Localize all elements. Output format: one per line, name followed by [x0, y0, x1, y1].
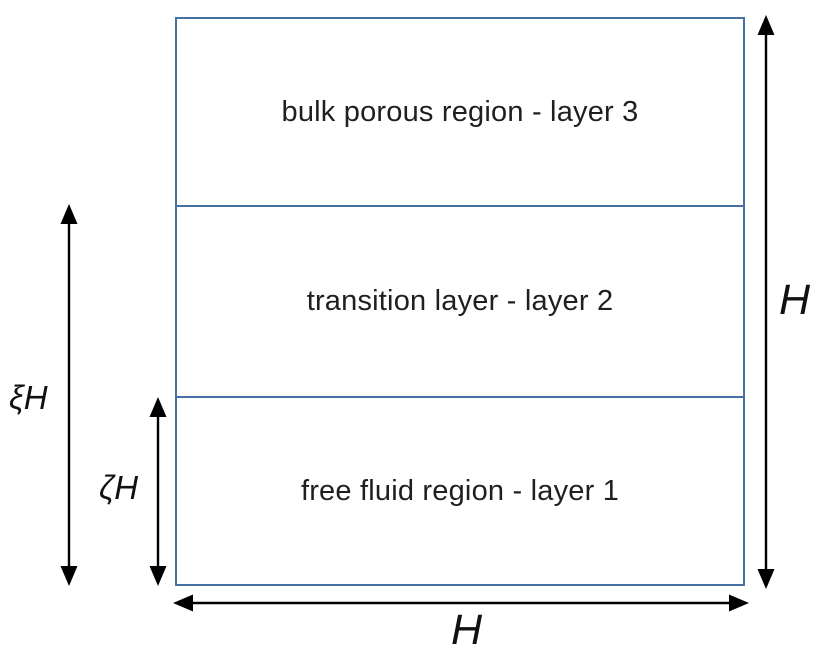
xi-height-arrow: [60, 204, 78, 586]
total-height-arrow: [757, 15, 775, 589]
zeta-height-label: ζH: [99, 469, 139, 506]
zeta-height-arrow: [149, 397, 167, 586]
total-height-label: H: [779, 276, 811, 324]
layer-transition-label: transition layer - layer 2: [306, 285, 614, 317]
layer-free-fluid-label: free fluid region - layer 1: [300, 474, 620, 507]
xi-height-label: ξH: [9, 379, 48, 416]
layer-bulk-porous-label: bulk porous region - layer 3: [281, 95, 639, 128]
domain-box: bulk porous region - layer 3 transition …: [175, 17, 745, 586]
layer-bulk-porous: bulk porous region - layer 3: [177, 19, 743, 205]
layer-free-fluid: free fluid region - layer 1: [177, 396, 743, 584]
total-width-arrow: [173, 594, 749, 612]
layer-transition: transition layer - layer 2: [177, 205, 743, 396]
total-width-label: H: [451, 606, 483, 654]
